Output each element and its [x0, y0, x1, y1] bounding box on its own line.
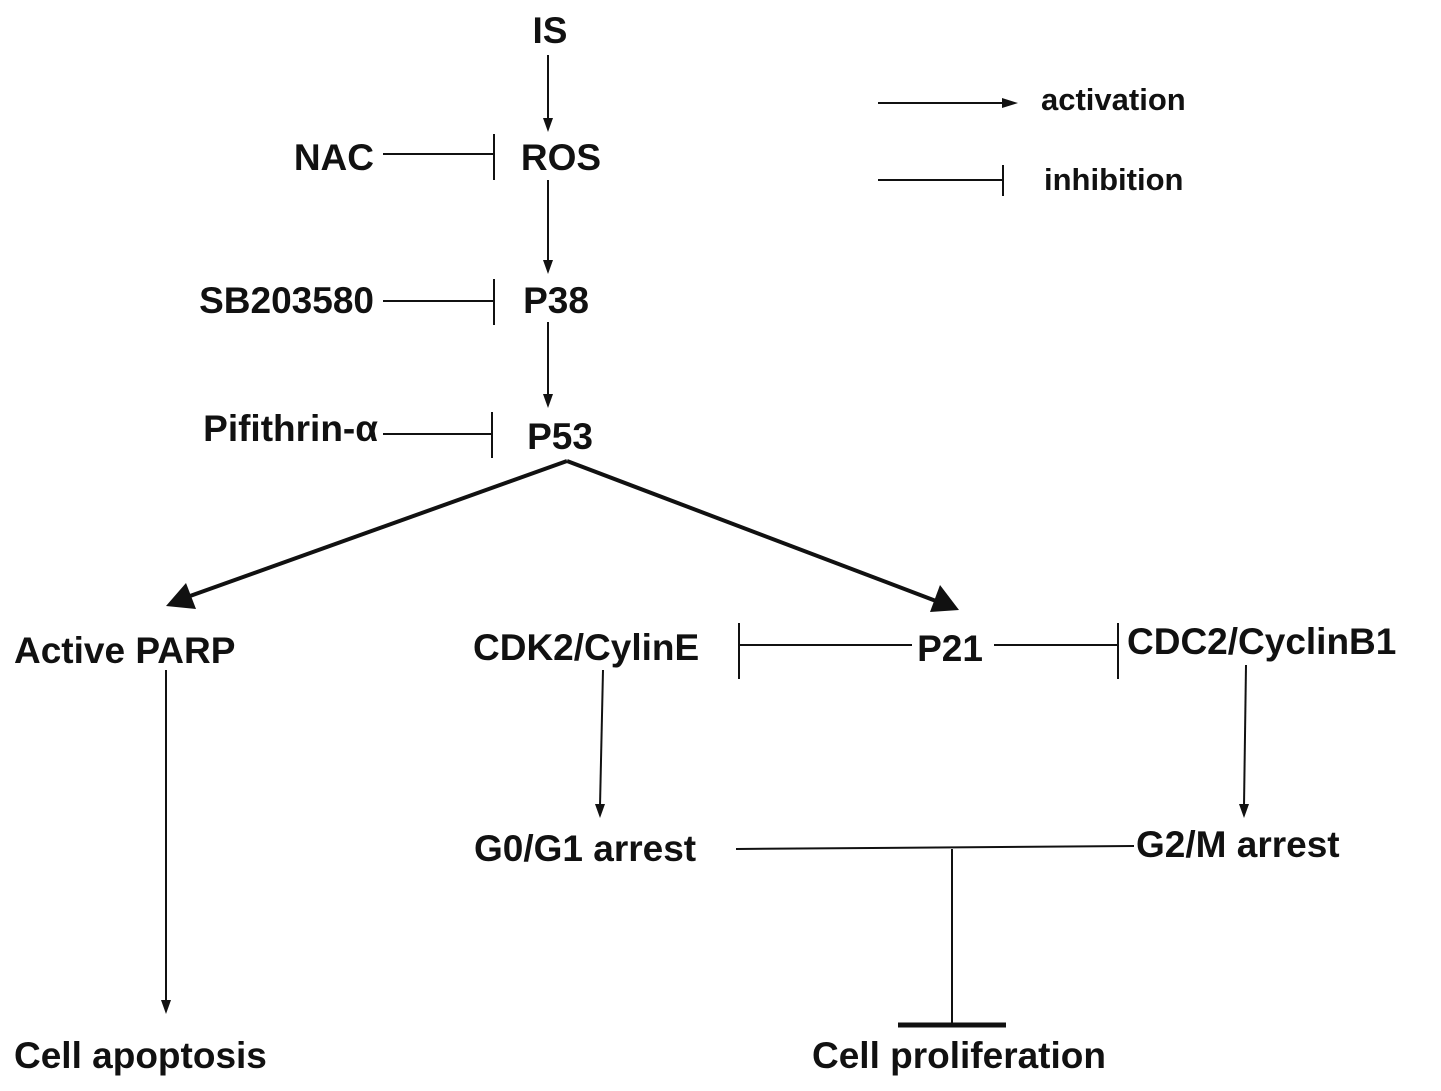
node-sb203580: SB203580: [199, 280, 374, 321]
node-p21: P21: [917, 628, 983, 669]
legend-activation-label: activation: [1041, 82, 1186, 117]
legend: activation inhibition: [878, 82, 1186, 197]
node-cell-apoptosis: Cell apoptosis: [14, 1035, 267, 1076]
edge-is-ros: [543, 55, 553, 132]
legend-inhibition-label: inhibition: [1044, 162, 1183, 197]
edge-p38-p53: [543, 322, 553, 408]
node-g2m-arrest: G2/M arrest: [1136, 824, 1340, 865]
edge-pifithrin-p53-inhibition: [383, 412, 493, 458]
edge-arrest-proliferation-inhibition: [735, 845, 1135, 1028]
node-p38: P38: [523, 280, 589, 321]
edge-nac-ros-inhibition: [383, 134, 495, 180]
node-ros: ROS: [521, 137, 601, 178]
edge-p21-cdc2-inhibition: [994, 623, 1119, 679]
node-cdk2-cycline: CDK2/CylinE: [473, 627, 699, 668]
node-cdc2-cyclinb1: CDC2/CyclinB1: [1127, 621, 1396, 662]
node-cell-proliferation: Cell proliferation: [812, 1035, 1106, 1076]
edge-ros-p38: [543, 180, 553, 274]
edge-cdc2-g2m: [1239, 664, 1249, 818]
edge-p53-active-parp: [166, 459, 568, 609]
node-p53: P53: [527, 416, 593, 457]
node-active-parp: Active PARP: [14, 630, 235, 671]
node-is: IS: [533, 10, 568, 51]
edge-p53-p21: [566, 459, 959, 612]
node-g0g1-arrest: G0/G1 arrest: [474, 828, 696, 869]
legend-activation: activation: [878, 82, 1186, 117]
node-nac: NAC: [294, 137, 374, 178]
legend-inhibition: inhibition: [878, 162, 1183, 197]
edge-cdk2-g0g1: [595, 669, 605, 818]
edge-p21-cdk2-inhibition: [738, 623, 912, 679]
edge-parp-apoptosis: [161, 670, 171, 1014]
node-pifithrin: Pifithrin-α: [203, 408, 378, 449]
edge-sb-p38-inhibition: [383, 279, 495, 325]
